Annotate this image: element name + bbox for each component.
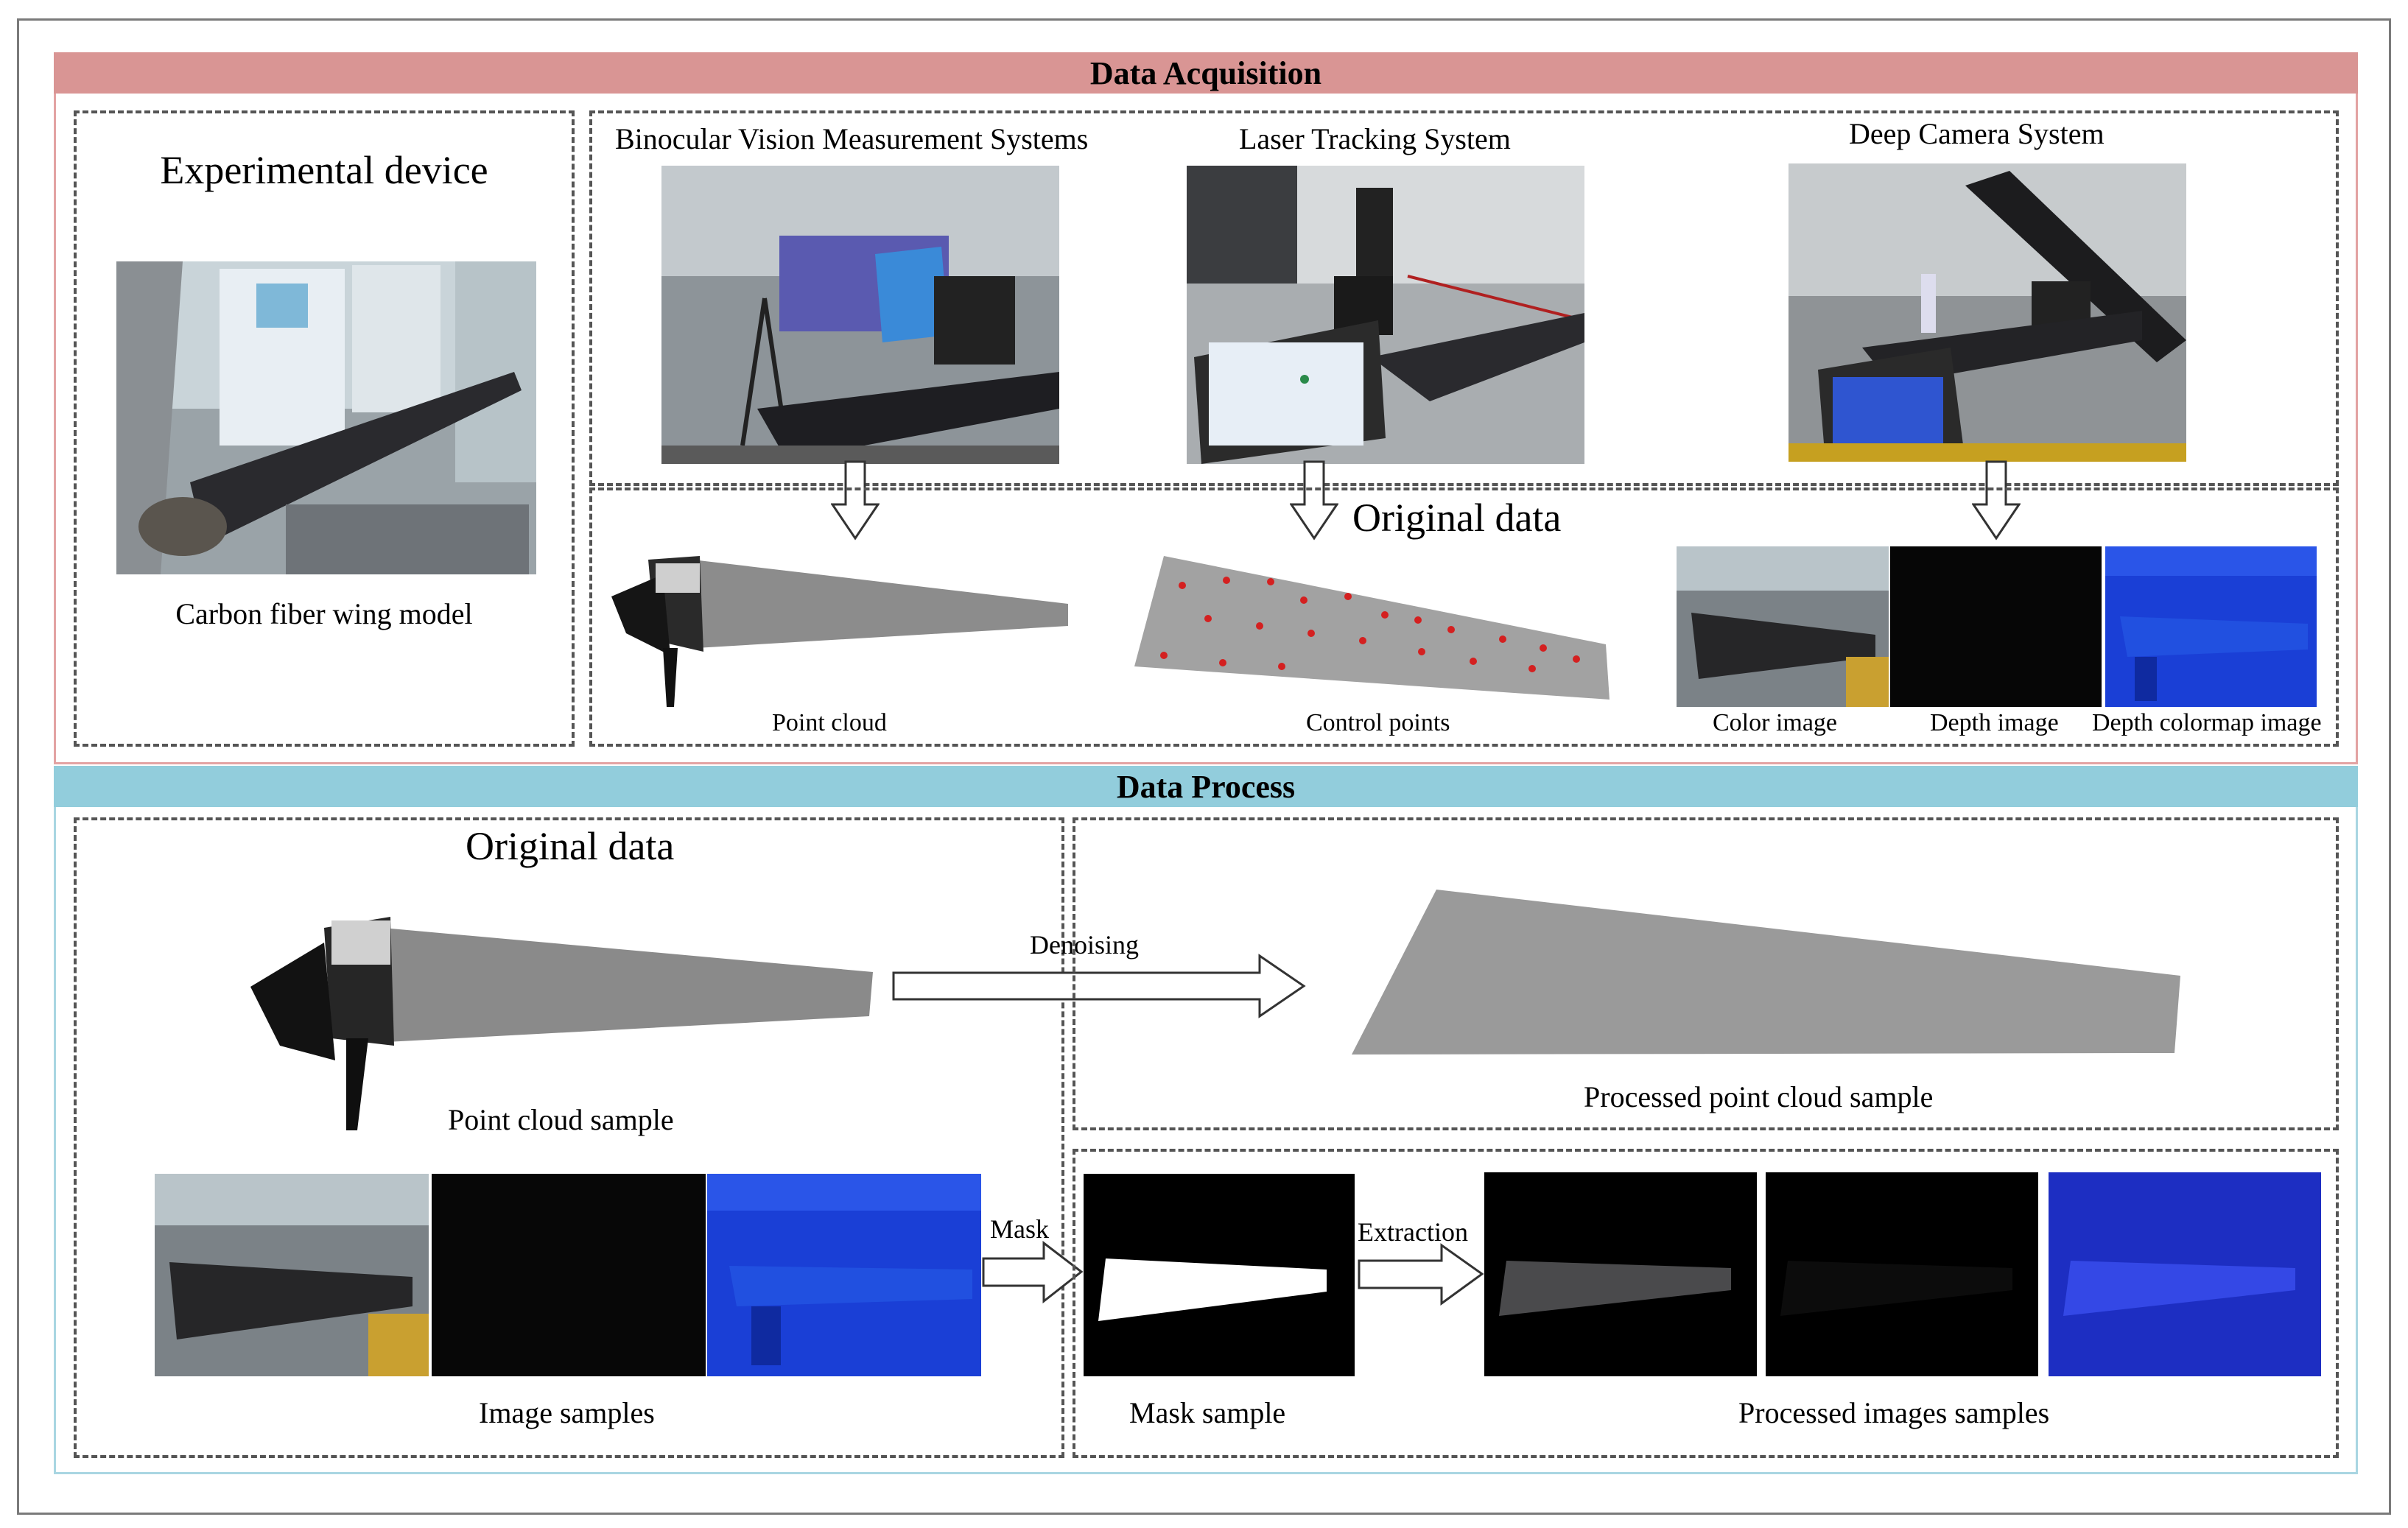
mask-sample-caption: Mask sample — [1129, 1396, 1286, 1429]
color-image-caption: Color image — [1713, 709, 1838, 736]
image-sample-depth — [432, 1174, 706, 1376]
control-points-image — [1134, 552, 1613, 703]
image-sample-colormap — [707, 1174, 981, 1376]
processed-point-cloud-panel — [1073, 817, 2339, 1130]
extraction-label: Extraction — [1358, 1217, 1468, 1247]
processed-point-cloud-caption: Processed point cloud sample — [1584, 1080, 1934, 1113]
original-data-title-acq: Original data — [1352, 496, 1562, 540]
figure-frame — [17, 18, 2391, 1515]
point-cloud-sample-caption: Point cloud sample — [448, 1103, 674, 1136]
arrow-down-binocular — [831, 460, 880, 541]
processed-image-color — [1484, 1172, 1757, 1376]
point-cloud-image — [604, 545, 1075, 718]
process-original-panel — [74, 817, 1064, 1458]
color-image — [1677, 546, 1889, 707]
point-cloud-caption: Point cloud — [772, 709, 887, 736]
measurement-systems-panel — [589, 110, 2339, 486]
depth-image — [1890, 546, 2102, 707]
mask-arrow — [981, 1241, 1084, 1303]
image-sample-color — [155, 1174, 429, 1376]
mask-processed-panel — [1073, 1149, 2339, 1458]
mask-label: Mask — [990, 1214, 1049, 1244]
laser-tracking-photo — [1187, 166, 1584, 464]
laser-tracking-label: Laser Tracking System — [1239, 122, 1511, 155]
denoising-arrow — [891, 953, 1307, 1019]
control-points-caption: Control points — [1306, 709, 1450, 736]
arrow-down-camera — [1972, 460, 2021, 541]
acquisition-title: Data Acquisition — [1089, 54, 1322, 91]
processed-point-cloud-image — [1348, 884, 2188, 1064]
image-samples-caption: Image samples — [479, 1396, 655, 1429]
denoising-label: Denoising — [1030, 930, 1139, 960]
extraction-arrow — [1357, 1243, 1486, 1306]
processed-image-colormap — [2049, 1172, 2321, 1376]
depth-colormap-image — [2105, 546, 2317, 707]
processed-image-depth — [1766, 1172, 2038, 1376]
process-title: Data Process — [1116, 768, 1296, 805]
depth-image-caption: Depth image — [1930, 709, 2059, 736]
acquisition-title-bar: Data Acquisition — [54, 52, 2358, 94]
wing-model-caption: Carbon fiber wing model — [175, 597, 473, 630]
point-cloud-sample-image — [243, 913, 877, 1138]
deep-camera-label: Deep Camera System — [1849, 117, 2105, 150]
original-data-title-proc: Original data — [466, 824, 675, 868]
deep-camera-photo — [1789, 163, 2186, 462]
binocular-system-label: Binocular Vision Measurement Systems — [615, 122, 1089, 155]
wing-model-photo — [116, 261, 536, 574]
original-data-panel — [589, 487, 2339, 747]
experimental-device-panel — [74, 110, 575, 747]
mask-sample-image — [1084, 1174, 1355, 1376]
depth-colormap-caption: Depth colormap image — [2092, 709, 2322, 736]
arrow-down-laser — [1290, 460, 1338, 541]
processed-images-caption: Processed images samples — [1738, 1396, 2050, 1429]
process-title-bar: Data Process — [54, 766, 2358, 807]
experimental-device-title: Experimental device — [160, 148, 488, 192]
binocular-system-photo — [661, 166, 1059, 464]
